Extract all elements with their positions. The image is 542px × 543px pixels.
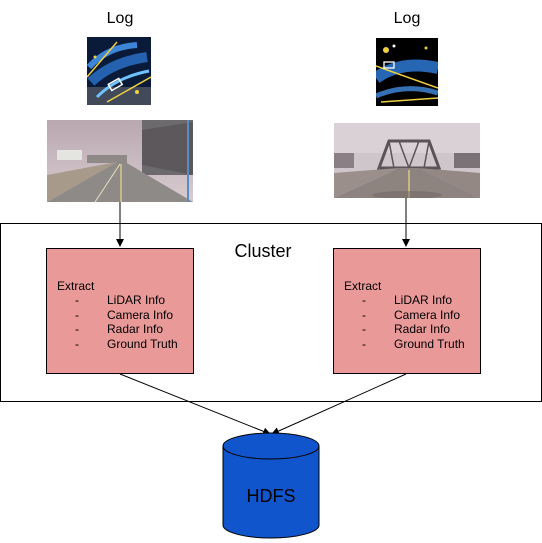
bullet: - <box>75 322 79 336</box>
lidar-pointcloud-icon <box>87 37 151 105</box>
road-camera-image <box>47 120 193 202</box>
list-item-label: Radar Info <box>394 322 451 336</box>
list-item: - LiDAR Info <box>75 293 178 308</box>
extract-list: - LiDAR Info - Camera Info - Radar Info - Gr… <box>75 293 178 351</box>
extract-title: Extract <box>57 279 95 293</box>
list-item: - Radar Info <box>75 322 178 337</box>
log-label-right: Log <box>393 10 421 27</box>
lidar-pointcloud-icon <box>376 38 438 106</box>
extract-list: - LiDAR Info - Camera Info - Radar Info - Gr… <box>362 293 465 351</box>
bullet: - <box>362 307 366 322</box>
extract-box-left: Extract - LiDAR Info - Camera Info - Radar … <box>46 248 194 374</box>
camera-thumbnail-right <box>334 123 480 198</box>
arrow-extract-right-to-hdfs <box>271 373 407 435</box>
hdfs-label: HDFS <box>246 486 296 506</box>
arrow-extract-left-to-hdfs <box>119 373 271 436</box>
list-item: - Radar Info <box>362 322 465 337</box>
list-item-label: LiDAR Info <box>394 293 453 307</box>
list-item: - LiDAR Info <box>362 293 465 308</box>
list-item: - Ground Truth <box>362 337 465 352</box>
list-item-label: Camera Info <box>394 307 461 322</box>
list-item-label: Ground Truth <box>394 336 465 351</box>
camera-thumbnail-left <box>47 120 193 202</box>
bullet: - <box>75 336 79 351</box>
bullet: - <box>362 322 366 336</box>
bullet: - <box>75 293 79 307</box>
log-label-left: Log <box>106 10 134 27</box>
extract-box-right: Extract - LiDAR Info - Camera Info - Radar … <box>333 248 481 374</box>
list-item-label: Radar Info <box>107 322 164 336</box>
cluster-title: Cluster <box>234 241 292 261</box>
lidar-thumbnail-right <box>376 38 438 106</box>
list-item-label: LiDAR Info <box>107 293 166 307</box>
bullet: - <box>75 307 79 322</box>
bridge-camera-image <box>334 123 480 198</box>
list-item: - Camera Info <box>362 308 465 323</box>
bullet: - <box>362 336 366 351</box>
extract-title: Extract <box>344 279 382 293</box>
list-item-label: Camera Info <box>107 307 174 322</box>
lidar-thumbnail-left <box>87 37 151 105</box>
list-item-label: Ground Truth <box>107 336 178 351</box>
list-item: - Ground Truth <box>75 337 178 352</box>
list-item: - Camera Info <box>75 308 178 323</box>
bullet: - <box>362 293 366 307</box>
